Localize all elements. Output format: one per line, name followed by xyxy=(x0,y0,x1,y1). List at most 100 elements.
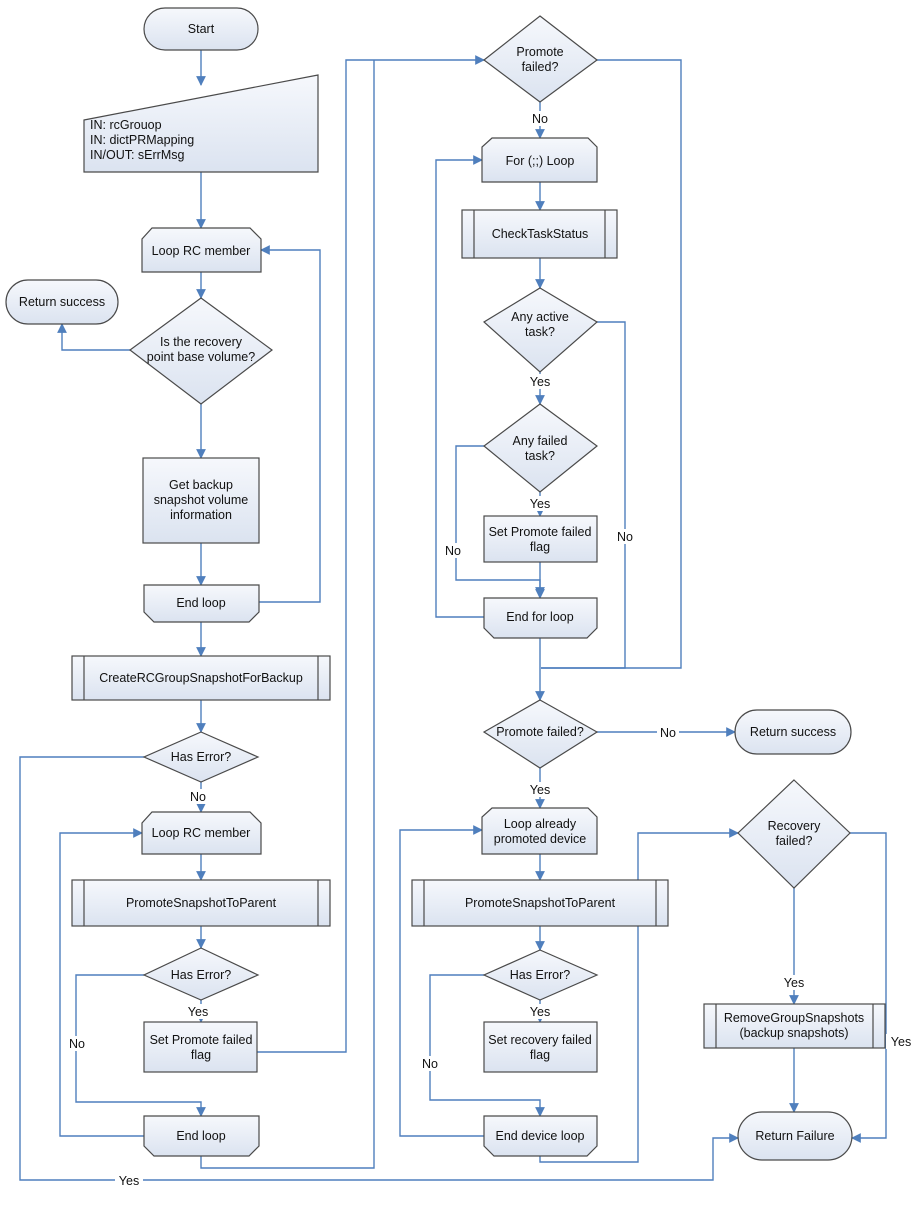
any-failed-task-shape xyxy=(483,403,598,493)
loop-rc-member-label: Loop RC member xyxy=(152,244,251,258)
edge-label-no-any-active: No xyxy=(617,530,633,544)
recovery-failed-q-shape xyxy=(737,779,851,889)
loop-rc-member-2-label: Loop RC member xyxy=(152,826,251,840)
end-loop-1-label: End loop xyxy=(176,596,225,610)
edge-recovery-yes-failure xyxy=(850,832,887,1143)
shapes xyxy=(5,7,886,1161)
any-active-task-line-2: task? xyxy=(525,325,555,339)
edge-labels: No Yes Yes No No Yes No Yes No No Yes Ye… xyxy=(66,111,916,1188)
set-promote-failed-2-line-2: flag xyxy=(530,540,550,554)
set-recovery-failed-line-2: flag xyxy=(530,1048,550,1062)
edge-enddev-recovery-q xyxy=(539,828,739,1163)
return-success-right-label: Return success xyxy=(750,725,836,739)
edge-label-no-promote-failed-q2: No xyxy=(660,726,676,740)
edge-has-error2-no-endloop xyxy=(75,974,206,1117)
has-error-1-shape xyxy=(142,731,260,783)
create-rc-group-snapshot-label: CreateRCGroupSnapshotForBackup xyxy=(99,671,303,685)
for-loop-shape xyxy=(481,137,598,183)
has-error-2-shape xyxy=(142,947,260,1001)
return-failure-shape xyxy=(737,1111,853,1161)
is-recovery-point-line-1: Is the recovery xyxy=(160,335,243,349)
return-success-right-shape xyxy=(734,709,852,755)
any-active-task-line-1: Any active xyxy=(511,310,569,324)
input-line-1: IN: rcGrouop xyxy=(90,118,162,132)
check-task-status-shape xyxy=(461,209,618,259)
promote-snapshot-1-shape xyxy=(71,879,331,927)
edge-decision-return-success xyxy=(57,323,130,351)
end-device-loop-label: End device loop xyxy=(496,1129,585,1143)
edge-label-yes-recovery-side: Yes xyxy=(891,1035,911,1049)
edge-label-yes-has-error-1: Yes xyxy=(119,1174,139,1188)
end-loop-2-shape xyxy=(143,1115,260,1157)
end-loop-2-label: End loop xyxy=(176,1129,225,1143)
edge-label-no-any-failed: No xyxy=(445,544,461,558)
edge-label-no-has-error-1: No xyxy=(190,790,206,804)
has-error-3-label: Has Error? xyxy=(510,968,570,982)
edge-label-yes-has-error-2: Yes xyxy=(188,1005,208,1019)
loop-rc-member-2-shape xyxy=(141,811,262,855)
any-failed-task-line-2: task? xyxy=(525,449,555,463)
loop-promoted-device-line-1: Loop already xyxy=(504,817,577,831)
create-rc-group-snapshot-shape xyxy=(71,655,331,701)
end-for-loop-shape xyxy=(483,597,598,639)
set-promote-failed-2-shape xyxy=(483,515,598,563)
is-recovery-point-line-2: point base volume? xyxy=(147,350,255,364)
has-error-2-label: Has Error? xyxy=(171,968,231,982)
return-success-left-shape xyxy=(5,279,119,325)
node-labels: Start IN: rcGrouop IN: dictPRMapping IN/… xyxy=(19,22,864,1143)
set-recovery-failed-line-1: Set recovery failed xyxy=(488,1033,592,1047)
end-loop-1-shape xyxy=(143,584,260,623)
get-backup-line-2: snapshot volume xyxy=(154,493,249,507)
set-promote-failed-1-shape xyxy=(143,1021,258,1073)
promote-snapshot-2-label: PromoteSnapshotToParent xyxy=(465,896,616,910)
edge-label-yes-promote-failed-q2: Yes xyxy=(530,783,550,797)
recovery-failed-q-line-2: failed? xyxy=(776,834,813,848)
loop-promoted-device-shape xyxy=(481,807,598,855)
edge-endloop2-promote-failed-q1 xyxy=(200,60,375,1169)
start-label: Start xyxy=(188,22,215,36)
edge-label-no-has-error-3: No xyxy=(422,1057,438,1071)
return-success-left-label: Return success xyxy=(19,295,105,309)
loop-promoted-device-line-2: promoted device xyxy=(494,832,586,846)
has-error-3-shape xyxy=(482,949,599,1001)
edge-label-yes-any-active: Yes xyxy=(530,375,550,389)
get-backup-line-1: Get backup xyxy=(169,478,233,492)
edge-endloop2-back-loop2 xyxy=(59,828,144,1137)
return-failure-label: Return Failure xyxy=(755,1129,834,1143)
has-error-1-label: Has Error? xyxy=(171,750,231,764)
edge-label-yes-recovery-down: Yes xyxy=(784,976,804,990)
promote-failed-q1-shape xyxy=(483,15,598,103)
promote-failed-q2-shape xyxy=(482,699,599,769)
remove-group-snapshots-line-1: RemoveGroupSnapshots xyxy=(724,1011,864,1025)
check-task-status-label: CheckTaskStatus xyxy=(492,227,589,241)
input-line-2: IN: dictPRMapping xyxy=(90,133,194,147)
edge-has-error-yes-failure xyxy=(19,756,739,1181)
input-line-3: IN/OUT: sErrMsg xyxy=(90,148,184,162)
get-backup-line-3: information xyxy=(170,508,232,522)
any-active-task-shape xyxy=(482,287,599,373)
promote-failed-q2-label: Promote failed? xyxy=(496,725,584,739)
edge-label-no-promote-failed-q1: No xyxy=(532,112,548,126)
get-backup-info-shape xyxy=(142,457,260,544)
promote-failed-q1-line-1: Promote xyxy=(516,45,563,59)
edge-enddev-back-loopdev xyxy=(399,825,484,1137)
start-terminator xyxy=(143,7,259,51)
edge-setflag-promote-failed-q1 xyxy=(257,55,485,1053)
promote-snapshot-2-shape xyxy=(411,879,669,927)
promote-failed-q1-line-2: failed? xyxy=(522,60,559,74)
edge-endfor-back-forloop xyxy=(435,155,484,618)
for-loop-label: For (;;) Loop xyxy=(506,154,575,168)
edge-label-no-has-error-2: No xyxy=(69,1037,85,1051)
edge-label-yes-has-error-3: Yes xyxy=(530,1005,550,1019)
remove-group-snapshots-line-2: (backup snapshots) xyxy=(739,1026,848,1040)
recovery-failed-q-line-1: Recovery xyxy=(768,819,822,833)
edge-active-no-side xyxy=(541,321,626,669)
edge-has-error3-no-enddev xyxy=(429,974,545,1117)
input-parameters-shape xyxy=(83,74,319,173)
set-promote-failed-2-line-1: Set Promote failed xyxy=(489,525,592,539)
set-promote-failed-1-line-1: Set Promote failed xyxy=(150,1033,253,1047)
any-failed-task-line-1: Any failed xyxy=(513,434,568,448)
set-promote-failed-1-line-2: flag xyxy=(191,1048,211,1062)
edge-endloop-back-to-loop xyxy=(259,245,321,603)
